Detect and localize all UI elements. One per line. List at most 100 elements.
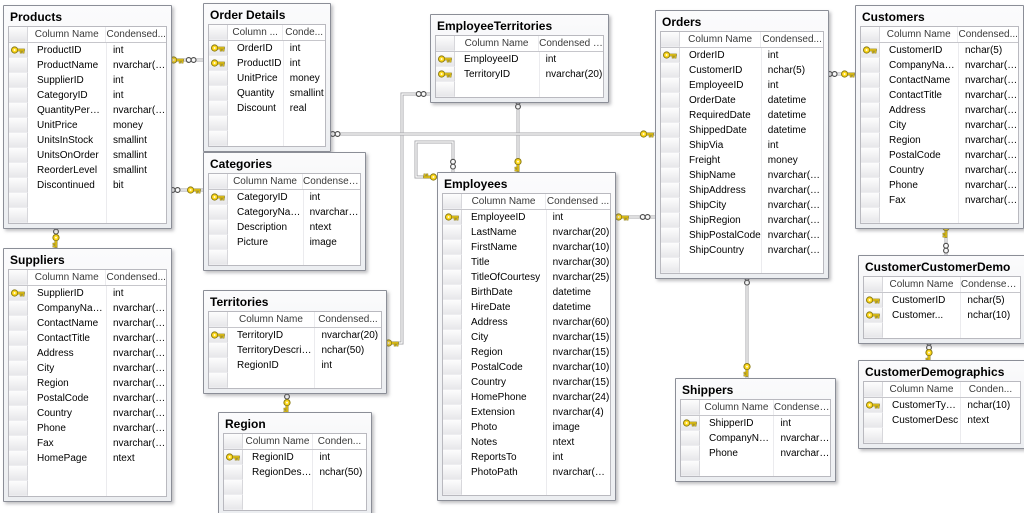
row-selector[interactable] (661, 153, 680, 168)
column-row[interactable]: ProductID int (209, 56, 325, 71)
relation-employeeterritories-territories[interactable] (383, 91, 431, 347)
row-selector[interactable] (9, 436, 28, 451)
column-row[interactable]: HomePhone nvarchar(24) (443, 390, 610, 405)
column-row[interactable]: OrderID int (209, 41, 325, 56)
column-row[interactable]: UnitPrice money (9, 118, 166, 133)
table-title[interactable]: Categories (210, 157, 273, 171)
column-row[interactable]: Description ntext (209, 220, 360, 235)
table-employees[interactable]: Employees Column Name Condensed ... Empl… (437, 172, 616, 501)
table-products[interactable]: Products Column Name Condensed... Produc… (3, 5, 172, 229)
row-selector-header[interactable] (443, 194, 462, 209)
column-row[interactable]: HireDate datetime (443, 300, 610, 315)
row-selector[interactable] (224, 450, 243, 465)
row-selector[interactable] (209, 328, 228, 343)
table-title[interactable]: EmployeeTerritories (437, 19, 553, 33)
row-selector[interactable] (864, 413, 883, 428)
column-row[interactable]: ContactTitle nvarchar(30) (861, 88, 1018, 103)
row-selector-header[interactable] (209, 312, 228, 327)
empty-row[interactable] (9, 466, 166, 481)
column-row[interactable]: CategoryID int (9, 88, 166, 103)
row-selector[interactable] (661, 93, 680, 108)
empty-row[interactable] (209, 250, 360, 265)
column-row[interactable]: EmployeeID int (661, 78, 823, 93)
empty-row[interactable] (864, 323, 1020, 338)
row-selector[interactable] (9, 316, 28, 331)
row-selector[interactable] (9, 286, 28, 301)
row-selector[interactable] (209, 190, 228, 205)
table-title[interactable]: CustomerCustomerDemo (865, 260, 1011, 274)
row-selector[interactable] (443, 435, 462, 450)
row-selector[interactable] (9, 376, 28, 391)
column-row[interactable]: PostalCode nvarchar(10) (861, 148, 1018, 163)
row-selector[interactable] (661, 63, 680, 78)
column-row[interactable]: PhotoPath nvarchar(255) (443, 465, 610, 480)
empty-row[interactable] (224, 495, 366, 510)
column-row[interactable]: CustomerID nchar(5) (864, 293, 1020, 308)
table-title[interactable]: Orders (662, 15, 702, 29)
column-row[interactable]: CategoryID int (209, 190, 360, 205)
empty-row[interactable] (9, 193, 166, 208)
column-row[interactable]: City nvarchar(15) (9, 361, 166, 376)
row-selector[interactable] (861, 103, 880, 118)
row-selector[interactable] (443, 315, 462, 330)
table-title[interactable]: Customers (862, 10, 925, 24)
column-row[interactable]: City nvarchar(15) (861, 118, 1018, 133)
row-selector[interactable] (436, 67, 455, 82)
row-selector[interactable] (661, 138, 680, 153)
row-selector[interactable] (9, 451, 28, 466)
table-suppliers[interactable]: Suppliers Column Name Condensed... Suppl… (3, 248, 172, 502)
column-row[interactable]: Phone nvarchar(24) (861, 178, 1018, 193)
row-selector-header[interactable] (224, 434, 243, 449)
row-selector-header[interactable] (9, 27, 28, 42)
row-selector[interactable] (861, 118, 880, 133)
column-row[interactable]: QuantityPerUnit nvarchar(20) (9, 103, 166, 118)
relation-orders-shippers[interactable] (743, 271, 751, 379)
row-selector-header[interactable] (661, 32, 680, 47)
row-selector[interactable] (9, 421, 28, 436)
row-selector[interactable] (661, 48, 680, 63)
column-row[interactable]: TerritoryID nvarchar(20) (436, 67, 603, 82)
row-selector[interactable] (661, 228, 680, 243)
table-customercustomerdemo[interactable]: CustomerCustomerDemo Column Name Condens… (858, 255, 1024, 344)
empty-row[interactable] (681, 461, 830, 476)
row-selector[interactable] (9, 148, 28, 163)
row-selector[interactable] (443, 240, 462, 255)
row-selector[interactable] (224, 465, 243, 480)
column-row[interactable]: Country nvarchar(15) (861, 163, 1018, 178)
row-selector[interactable] (661, 213, 680, 228)
empty-row[interactable] (443, 480, 610, 495)
table-title[interactable]: Order Details (210, 8, 286, 22)
column-row[interactable]: ShipCity nvarchar(15) (661, 198, 823, 213)
column-row[interactable]: CompanyName nvarchar(40) (9, 301, 166, 316)
column-row[interactable]: OrderDate datetime (661, 93, 823, 108)
row-selector-header[interactable] (209, 25, 228, 40)
row-selector[interactable] (9, 361, 28, 376)
row-selector[interactable] (443, 405, 462, 420)
row-selector[interactable] (9, 346, 28, 361)
column-row[interactable]: CustomerTypeID nchar(10) (864, 398, 1020, 413)
row-selector[interactable] (443, 375, 462, 390)
row-selector[interactable] (864, 308, 883, 323)
column-row[interactable]: ShipName nvarchar(40) (661, 168, 823, 183)
table-title[interactable]: Region (225, 417, 266, 431)
column-row[interactable]: SupplierID int (9, 286, 166, 301)
row-selector[interactable] (861, 163, 880, 178)
column-row[interactable]: Country nvarchar(15) (9, 406, 166, 421)
column-row[interactable]: Address nvarchar(60) (861, 103, 1018, 118)
column-row[interactable]: UnitPrice money (209, 71, 325, 86)
column-row[interactable]: Address nvarchar(60) (9, 346, 166, 361)
row-selector[interactable] (443, 255, 462, 270)
row-selector[interactable] (661, 183, 680, 198)
column-row[interactable]: Fax nvarchar(24) (9, 436, 166, 451)
row-selector-header[interactable] (436, 36, 455, 51)
relation-orders-customers[interactable] (824, 70, 856, 78)
column-row[interactable]: Discontinued bit (9, 178, 166, 193)
row-selector[interactable] (661, 123, 680, 138)
column-row[interactable]: ShipCountry nvarchar(15) (661, 243, 823, 258)
column-row[interactable]: ContactName nvarchar(30) (9, 316, 166, 331)
row-selector-header[interactable] (864, 382, 883, 397)
row-selector[interactable] (443, 300, 462, 315)
row-selector[interactable] (209, 235, 228, 250)
row-selector[interactable] (9, 331, 28, 346)
column-row[interactable]: Phone nvarchar(24) (681, 446, 830, 461)
